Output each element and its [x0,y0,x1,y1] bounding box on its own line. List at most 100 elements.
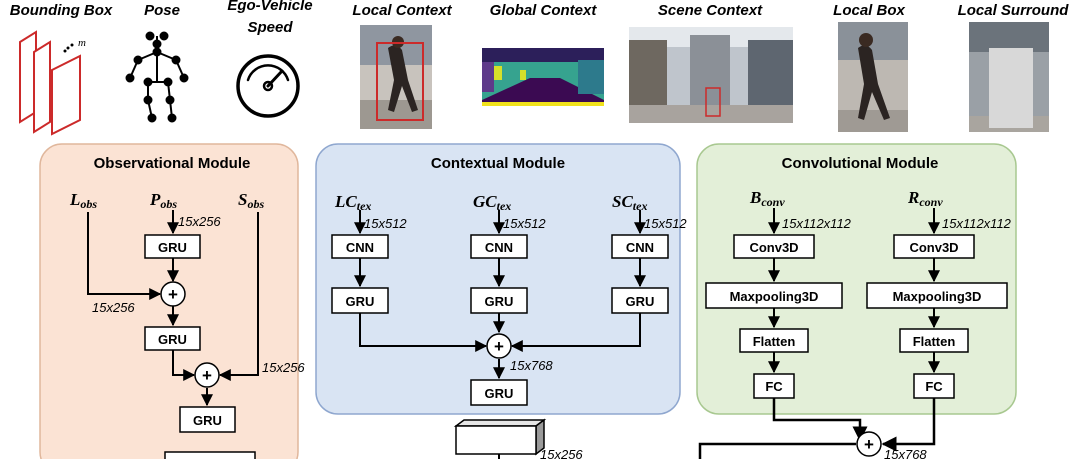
svg-text:GRU: GRU [158,240,187,255]
label-ego-speed-1: Ego-Vehicle [227,0,312,14]
svg-text:CNN: CNN [485,240,513,255]
svg-text:FC: FC [925,379,943,394]
ctx-sum-dim: 15x768 [510,358,553,373]
label-local-context: Local Context [352,2,452,19]
obs-l-dim: 15x256 [92,300,135,315]
conv-r-dim: 15x112x112 [942,216,1012,231]
local-context-image [360,25,432,129]
p-obs-subscript: obs [160,197,177,211]
svg-text:GRU: GRU [193,413,222,428]
ctx-gru-sc: GRU [611,287,669,314]
svg-text:LCtex: LCtex [334,192,371,213]
conv-b-dim: 15x112x112 [782,216,852,231]
svg-text:Conv3D: Conv3D [749,240,798,255]
conv-fc-b: FC [753,373,795,399]
obs-gru-3: GRU [179,406,236,433]
obs-output-block [164,451,256,459]
convolutional-module-title: Convolutional Module [782,155,939,172]
r-conv-subscript: conv [919,195,943,209]
ctx-cnn-sc: CNN [611,234,669,259]
svg-text:+: + [202,366,212,385]
svg-text:Maxpooling3D: Maxpooling3D [893,289,982,304]
ctx-cnn-gc: CNN [470,234,528,259]
gc-tex-subscript: tex [497,199,512,213]
svg-text:Lobs: Lobs [69,190,97,211]
conv-conv3d-b: Conv3D [733,234,815,259]
svg-text:CNN: CNN [626,240,654,255]
sc-tex-symbol: SC [612,192,633,211]
ctx-gc-dim: 15x512 [503,216,546,231]
s-obs-subscript: obs [247,197,264,211]
svg-text:GRU: GRU [485,386,514,401]
label-global-context: Global Context [490,2,598,19]
obs-p-dim: 15x256 [178,214,221,229]
speedometer-icon [236,54,300,118]
b-conv-subscript: conv [761,195,785,209]
svg-text:Pobs: Pobs [149,190,177,211]
svg-text:Flatten: Flatten [913,334,956,349]
svg-text:Sobs: Sobs [238,190,264,211]
obs-gru-2: GRU [144,326,201,351]
obs-sum-node-1: + [160,281,186,307]
l-obs-subscript: obs [80,197,97,211]
label-pose: Pose [144,2,180,19]
bbox-m-label: m [78,37,86,49]
svg-text:GRU: GRU [626,294,655,309]
obs-s-dim: 15x256 [262,360,305,375]
svg-text:GRU: GRU [158,332,187,347]
svg-text:GRU: GRU [346,294,375,309]
conv-sum-dim: 15x768 [884,447,927,459]
bounding-box-icon [19,30,81,136]
label-local-box: Local Box [833,2,905,19]
svg-text:GRU: GRU [485,294,514,309]
svg-text:Bconv: Bconv [749,188,785,209]
r-conv-symbol: R [907,188,919,207]
conv-sum-node: + [856,431,882,457]
contextual-module-title: Contextual Module [431,155,565,172]
svg-text:Conv3D: Conv3D [909,240,958,255]
conv-flatten-b: Flatten [739,328,809,353]
label-scene-context: Scene Context [658,2,763,19]
ctx-lc-dim: 15x512 [364,216,407,231]
ctx-gru-out: GRU [470,379,528,406]
conv-fc-r: FC [913,373,955,399]
svg-text:Flatten: Flatten [753,334,796,349]
local-surround-image [969,22,1049,132]
svg-text:SCtex: SCtex [612,192,647,213]
conv-flatten-r: Flatten [899,328,969,353]
observational-module-title: Observational Module [94,155,251,172]
svg-text:Rconv: Rconv [907,188,943,209]
ctx-sc-dim: 15x512 [644,216,687,231]
ctx-sum-node: + [486,333,512,359]
lc-tex-symbol: LC [334,192,357,211]
svg-text:CNN: CNN [346,240,374,255]
label-bounding-box: Bounding Box [10,2,113,19]
sc-tex-subscript: tex [633,199,648,213]
pose-skeleton-icon [125,31,189,123]
label-local-surround: Local Surround [958,2,1070,19]
ctx-gru-gc: GRU [470,287,528,314]
svg-text:Maxpooling3D: Maxpooling3D [730,289,819,304]
ctx-gru-lc: GRU [331,287,389,314]
svg-text:+: + [168,285,178,304]
lc-tex-subscript: tex [357,199,372,213]
svg-text:+: + [864,435,874,454]
ctx-cnn-lc: CNN [331,234,389,259]
obs-gru-1: GRU [144,234,201,259]
global-context-image [482,48,604,106]
s-obs-symbol: S [238,190,247,209]
ctx-output-tensor [453,418,547,456]
local-box-image [838,22,908,132]
scene-context-image [629,27,793,123]
svg-text:FC: FC [765,379,783,394]
b-conv-symbol: B [749,188,761,207]
convolutional-module-panel [696,143,1017,415]
bottom-output-dim: 15x256 [540,447,583,459]
conv-maxpool-r: Maxpooling3D [866,282,1008,309]
p-obs-symbol: P [149,190,161,209]
conv-conv3d-r: Conv3D [893,234,975,259]
svg-text:+: + [494,337,504,356]
gc-tex-symbol: GC [473,192,497,211]
label-ego-speed-2: Speed [247,19,293,36]
